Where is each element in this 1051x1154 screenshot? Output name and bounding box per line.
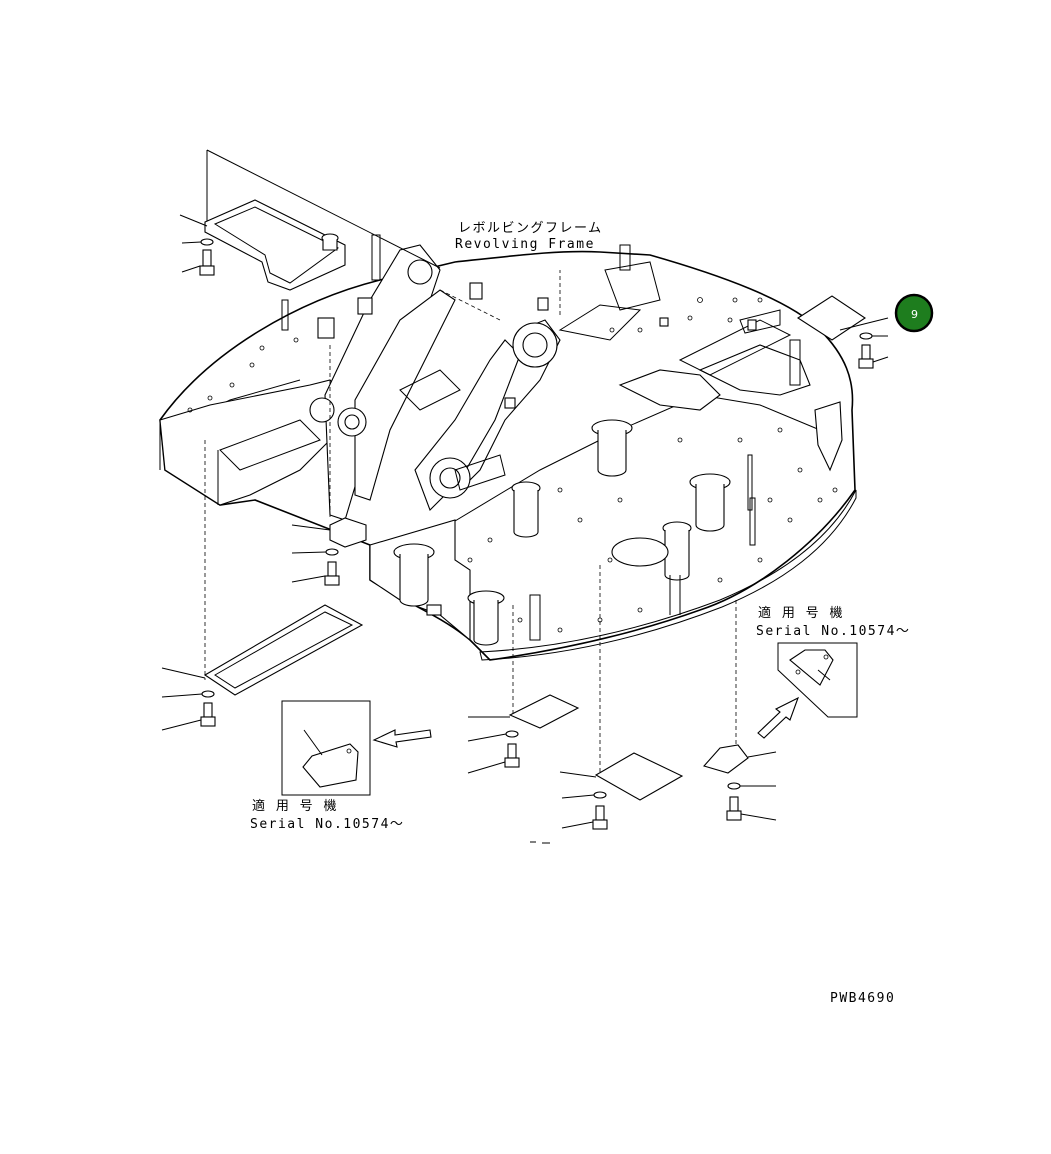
detail-inset-left xyxy=(281,700,371,796)
serial-left-jp: 適 用 号 機 xyxy=(252,798,338,814)
callout-number: 9 xyxy=(911,308,918,321)
detail-inset-right xyxy=(777,642,858,718)
revolving-frame xyxy=(159,234,857,680)
cover-plate-top-left xyxy=(179,149,441,291)
frame-label-en: Revolving Frame xyxy=(455,237,595,252)
arrow-up-right-icon xyxy=(757,696,799,739)
serial-left-en: Serial No.10574～ xyxy=(250,817,404,832)
cover-plate-bottom-center xyxy=(559,565,684,830)
deck-cylinders xyxy=(281,234,756,646)
serial-right-en: Serial No.10574～ xyxy=(756,624,910,639)
mounting-holes xyxy=(187,297,838,633)
callout-9[interactable]: 9 xyxy=(894,293,934,333)
cover-plate-top-right xyxy=(796,295,889,369)
washer-top-left xyxy=(181,238,214,246)
cover-plate-bottom-middle xyxy=(467,605,580,774)
cover-plate-bottom-right xyxy=(703,600,777,821)
cover-plate-mid-left xyxy=(291,517,367,586)
drawing-code: PWB4690 xyxy=(830,991,895,1006)
serial-right-jp: 適 用 号 機 xyxy=(758,605,844,621)
cover-plate-bottom-left xyxy=(161,604,364,731)
bolt-top-left xyxy=(181,249,215,276)
arrow-left-icon xyxy=(372,729,432,748)
frame-label-jp: レボルビングフレーム xyxy=(458,221,603,236)
